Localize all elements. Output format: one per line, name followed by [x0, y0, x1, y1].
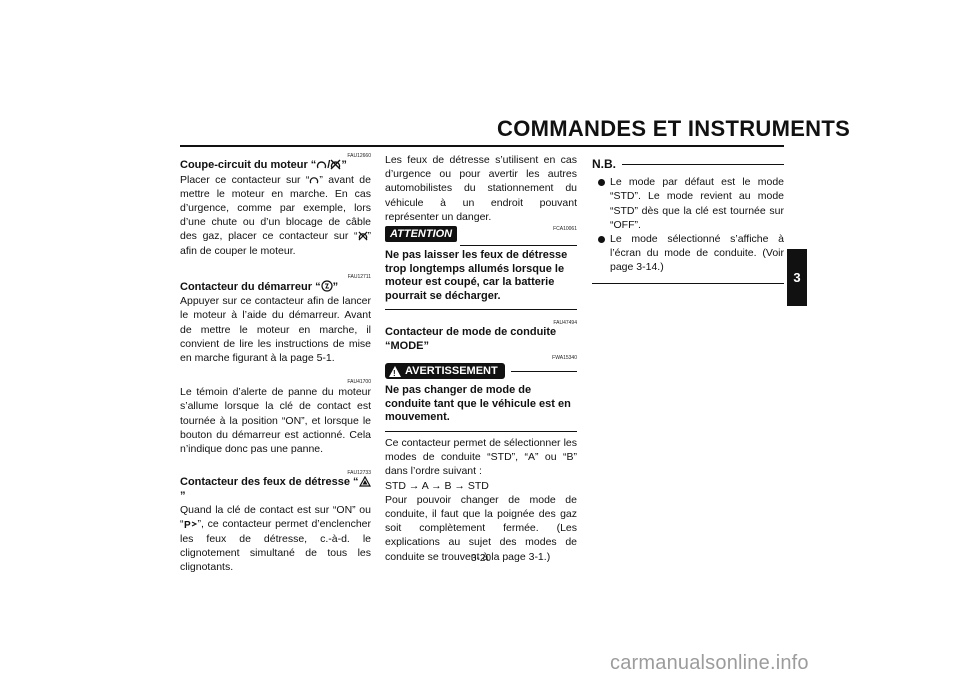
warning-text: Ne pas changer de mode de conduite tant … [385, 384, 571, 424]
starter-icon [320, 280, 333, 292]
reference-code: FAU47494 [553, 320, 577, 327]
hazard-icon [358, 476, 371, 487]
section-heading-starter: Contacteur du démarreur “” [180, 280, 339, 293]
reference-code: FAU41700 [347, 379, 371, 386]
paragraph: Placer ce contacteur sur “” avant de met… [180, 173, 371, 257]
bullet-dot [598, 236, 605, 244]
list-item: Le mode sélectionné s’affiche à l’écran … [598, 232, 784, 275]
reference-code: FCA10061 [553, 226, 577, 233]
attention-badge: ATTENTION [385, 226, 458, 243]
paragraph: Pour pouvoir changer de mode de conduite… [385, 493, 577, 563]
section-heading-mode: Contacteur de mode de conduite “MODE” [385, 326, 557, 352]
paragraph: Les feux de détresse s’utilisent en cas … [385, 154, 577, 223]
mode-sequence: STD → A → B → STD [385, 479, 489, 492]
divider [592, 282, 784, 284]
column-1: FAU12660 Coupe-circuit du moteur “/” Pla… [180, 153, 371, 574]
warning-badge: AVERTISSEMENT [385, 363, 505, 381]
engine-run-icon [317, 161, 327, 169]
warning-icon [389, 365, 401, 381]
page-title: COMMANDES ET INSTRUMENTS [497, 116, 851, 141]
paragraph: Le témoin d’alerte de panne du moteur s’… [180, 386, 371, 456]
attention-text: Ne pas laisser les feux de détresse trop… [385, 249, 568, 302]
list-item: Le mode par défaut est le mode “STD”. Le… [598, 175, 784, 232]
header-rule [180, 145, 784, 147]
svg-text:P: P [184, 520, 191, 529]
reference-code: FAU12660 [347, 153, 371, 159]
chapter-tab: 3 [787, 249, 807, 306]
bullet-dot [598, 179, 605, 187]
watermark: carmanualsonline.info [610, 652, 809, 674]
column-2: Les feux de détresse s’utilisent en cas … [385, 153, 577, 564]
paragraph: Appuyer sur ce contacteur afin de lancer… [180, 295, 371, 365]
engine-stop-icon [357, 231, 368, 241]
section-heading-hazard: Contacteur des feux de détresse “” [180, 476, 371, 503]
divider [385, 309, 577, 311]
parking-icon: P [184, 520, 197, 529]
divider [510, 370, 577, 372]
engine-run-icon [310, 176, 319, 183]
engine-stop-icon [330, 159, 341, 170]
divider [622, 163, 784, 165]
section-heading-engine-stop: Coupe-circuit du moteur “/” [180, 159, 347, 171]
reference-code: FAU12733 [347, 470, 371, 477]
divider [460, 245, 577, 247]
note-title: N.B. [592, 157, 616, 171]
column-3: N.B. Le mode par défaut est le mode “STD… [592, 157, 784, 284]
page-number: 3-20 [471, 553, 492, 564]
reference-code: FWA15340 [552, 355, 577, 362]
reference-code: FAU12711 [347, 273, 371, 280]
paragraph: Ce contacteur permet de sélectionner les… [385, 436, 577, 478]
divider [385, 430, 577, 432]
paragraph: Quand la clé de contact est sur “ON” ou … [180, 504, 371, 574]
